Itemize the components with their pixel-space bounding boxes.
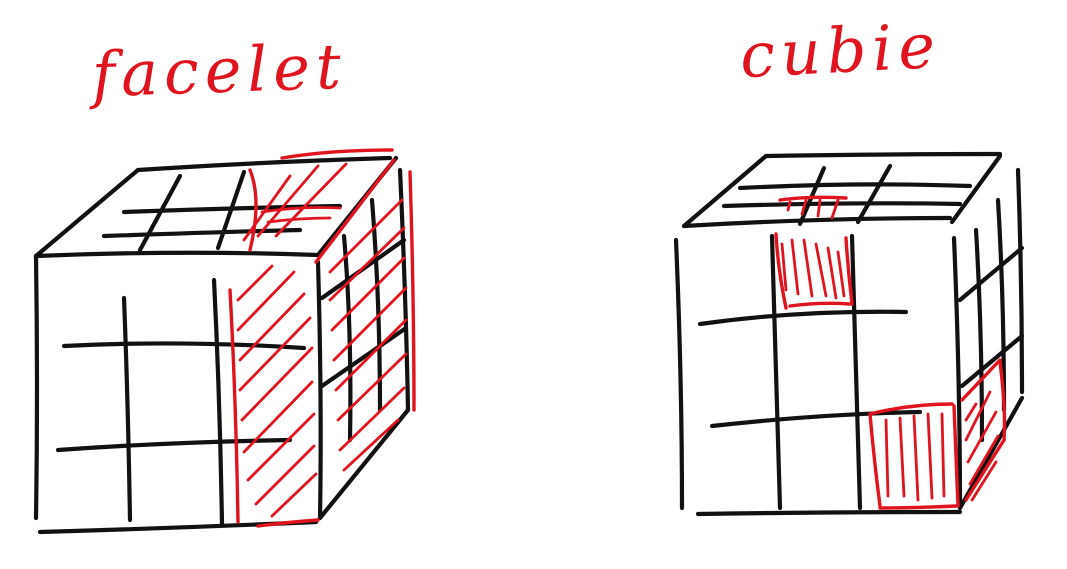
cubie-cube-outline — [673, 151, 1025, 517]
facelet-cube — [33, 148, 416, 535]
cubie-top-grid — [721, 163, 973, 227]
cubie-cube — [673, 151, 1025, 517]
cubie-corner-red-hatching — [884, 390, 1000, 502]
cubie-corner-red-outline — [868, 358, 1007, 510]
cubie-edge-red-hatching — [780, 198, 846, 300]
facelet-red-outline — [228, 148, 416, 528]
cubie-right-grid — [957, 197, 1025, 443]
cubie-edge-red-outline — [774, 195, 854, 310]
facelet-front-grid — [55, 277, 307, 527]
cubie-front-grid — [697, 233, 923, 511]
facelet-red-hatching — [236, 162, 408, 518]
